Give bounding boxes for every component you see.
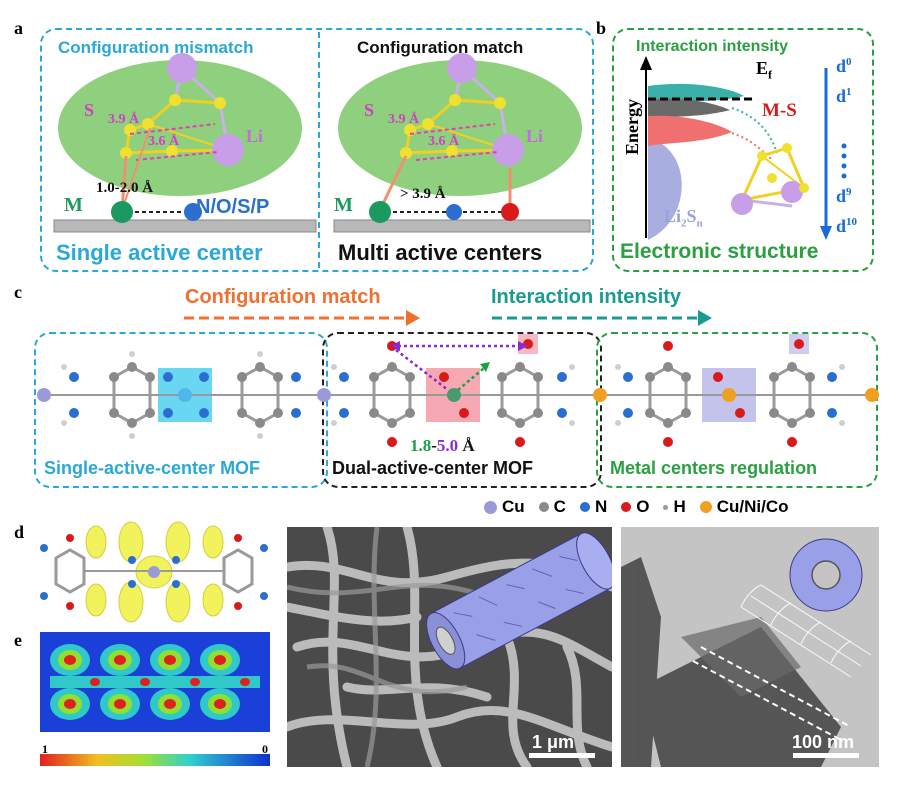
legend-cu: Cu [484, 497, 525, 517]
legend-c: C [538, 497, 566, 517]
scalebar-f-label: 1 μm [532, 732, 575, 752]
right-title: Configuration match [357, 38, 524, 57]
left-dist-39: 3.9 Å [108, 112, 140, 127]
left-label-M: M [64, 194, 83, 216]
left-metal-atom [111, 201, 133, 223]
li2sn-band [648, 138, 682, 240]
right-o-atom [501, 203, 519, 221]
distance-range-label: 1.8-5.0 Å [410, 436, 475, 455]
left-bottom-label: Single active center [56, 240, 263, 265]
teal-band [648, 83, 744, 102]
nanotube-illustration [426, 532, 612, 670]
right-range: > 3.9 Å [400, 186, 446, 202]
scalebar-g-label: 100 nm [792, 732, 855, 752]
left-label-Li: Li [246, 126, 264, 146]
panel-b-bottom: Electronic structure [620, 240, 819, 263]
legend-h: H [663, 497, 686, 517]
panel-b-illustration [640, 56, 847, 240]
mof1-label: Single-active-center MOF [44, 458, 261, 478]
d0-label: d0 [836, 56, 852, 76]
right-substrate [333, 219, 591, 233]
panel-label-b: b [596, 18, 607, 38]
red-band [648, 115, 732, 146]
right-dist-36: 3.6 Å [428, 134, 460, 149]
nanotube-cross-section [789, 538, 863, 612]
right-dist-39: 3.9 Å [388, 112, 420, 127]
left-label-S: S [84, 100, 95, 120]
cnt-wireframe [740, 584, 872, 678]
box-single-mof [34, 332, 328, 488]
panel-label-a: a [14, 18, 23, 38]
grey-band [648, 98, 730, 117]
panel-b-cluster [731, 143, 809, 215]
panel-e-elf-map [40, 632, 270, 766]
legend-cunico: Cu/Ni/Co [699, 497, 789, 517]
panel-g-tem-image [621, 527, 879, 767]
left-hetero-atom [184, 203, 202, 221]
color-scale-bar [40, 754, 270, 766]
panel-label-e: e [14, 630, 22, 650]
left-li2s-cluster [120, 53, 244, 166]
legend-n: N [579, 497, 607, 517]
arrow-interaction-label: Interaction intensity [491, 286, 682, 308]
box-dual-mof [322, 332, 602, 488]
right-metal-atom [369, 201, 391, 223]
right-label-S: S [364, 100, 375, 120]
left-dist-36: 3.6 Å [148, 134, 180, 149]
d10-label: d10 [836, 216, 858, 236]
panel-label-d: d [14, 522, 25, 542]
li2sn-label: Li2Sn [664, 206, 703, 230]
scale-min-label: 0 [262, 742, 268, 756]
mof-chain [37, 334, 879, 447]
panel-label-c: c [14, 282, 22, 302]
right-label-Li: Li [526, 126, 544, 146]
box-metal-reg [596, 332, 878, 488]
mof2-label: Dual-active-center MOF [332, 458, 534, 478]
scalebar-f [529, 753, 595, 758]
heteroatoms-label: N/O/S/P [196, 196, 270, 218]
left-range: 1.0-2.0 Å [96, 180, 154, 196]
right-label-M: M [334, 194, 353, 216]
legend-o: O [621, 497, 649, 517]
panel-a-illustration [53, 53, 591, 233]
energy-label: Energy [622, 99, 642, 155]
left-substrate [53, 219, 317, 233]
panel-f-sem-image [287, 527, 612, 767]
arrow-config-label: Configuration match [185, 286, 381, 308]
scale-max-label: 1 [42, 742, 48, 756]
panel-b-frame [612, 28, 874, 272]
scalebar-g [793, 753, 859, 758]
right-bottom-label: Multi active centers [338, 240, 543, 265]
ms-label: M-S [762, 100, 797, 121]
d9-label: d9 [836, 186, 852, 206]
panel-d-charge-density [40, 521, 268, 623]
fermi-label: Ef [756, 58, 773, 82]
atom-legend: Cu C N O H Cu/Ni/Co [484, 497, 797, 517]
right-n-atom [446, 204, 462, 220]
right-li2s-cluster [400, 53, 524, 166]
left-title: Configuration mismatch [58, 38, 254, 57]
panel-c-arrows [184, 310, 712, 326]
panel-b-title: Interaction intensity [636, 38, 789, 55]
d1-label: d1 [836, 86, 852, 106]
panel-a-divider [318, 32, 320, 268]
mof3-label: Metal centers regulation [610, 458, 818, 478]
panel-a-frame [40, 28, 594, 272]
